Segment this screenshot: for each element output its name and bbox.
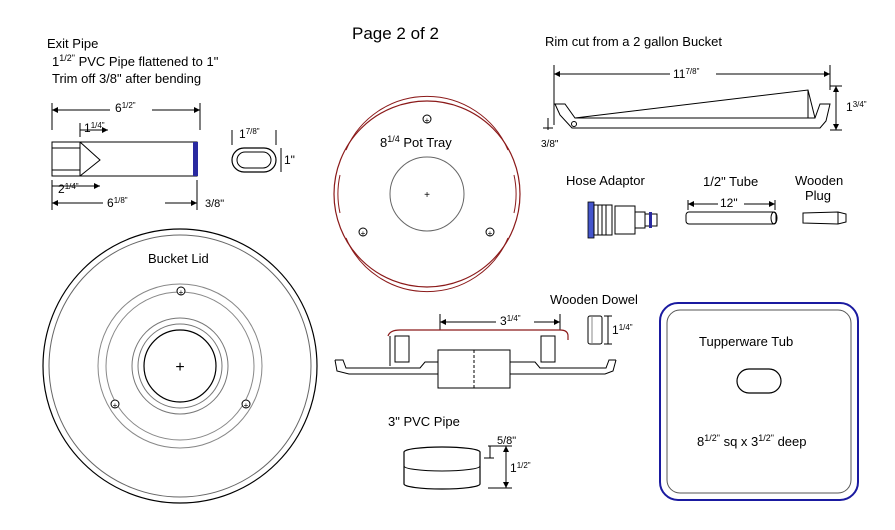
- tube-dim: 12": [720, 196, 738, 210]
- pot-tray-label: 81/4 Pot Tray: [380, 134, 452, 150]
- svg-text:+: +: [113, 401, 118, 410]
- rim-profile: [554, 103, 831, 129]
- assembly-dim: 31/4": [500, 314, 521, 328]
- dowel-dim: 11/4": [612, 323, 633, 337]
- pot-tray-group: + + + + 81/4 Pot Tray: [333, 95, 521, 293]
- svg-text:+: +: [424, 190, 430, 201]
- svg-text:+: +: [425, 116, 430, 125]
- exit-pipe-dim-top: 11/4": [84, 121, 105, 135]
- svg-text:+: +: [488, 229, 493, 238]
- exit-pipe-dim-trim: 3/8": [205, 198, 224, 210]
- svg-text:+: +: [175, 359, 184, 376]
- rim-dim-height: 13/4": [846, 100, 867, 114]
- dowel-label: Wooden Dowel: [550, 292, 638, 307]
- exit-pipe-desc-line1: 11/2" PVC Pipe flattened to 1": [52, 53, 219, 69]
- plug-label-line1: Wooden: [795, 173, 843, 188]
- assembly-group: 31/4": [334, 312, 617, 389]
- svg-text:+: +: [179, 288, 184, 297]
- exit-pipe-dim-bottom-left: 21/4": [58, 182, 79, 196]
- wooden-plug-group: Wooden Plug: [795, 173, 847, 225]
- assembly-tray-rim: [387, 329, 569, 340]
- wooden-dowel-group: Wooden Dowel 11/4": [550, 292, 638, 345]
- exit-pipe-title: Exit Pipe: [47, 36, 98, 51]
- plug-label-line2: Plug: [805, 188, 831, 203]
- pvc-pipe-label: 3" PVC Pipe: [388, 414, 460, 429]
- tube-label: 1/2" Tube: [703, 174, 758, 189]
- exit-pipe-group: Exit Pipe 11/2" PVC Pipe flattened to 1"…: [47, 36, 295, 210]
- exit-pipe-oval: [231, 147, 277, 173]
- tube-group: 1/2" Tube 12": [685, 174, 778, 225]
- bucket-lid-group: + + + + Bucket Lid: [42, 228, 318, 504]
- tupperware-tub-group: Tupperware Tub 81/2" sq x 31/2" deep: [659, 302, 859, 501]
- exit-pipe-body: [51, 141, 198, 177]
- exit-pipe-dim-total: 61/2": [115, 101, 136, 115]
- exit-pipe-oval-width: 17/8": [239, 127, 260, 141]
- wooden-plug-shape: [802, 211, 847, 225]
- tub-outer: [659, 302, 859, 501]
- tub-label: Tupperware Tub: [699, 334, 793, 349]
- tub-hole: [736, 368, 782, 394]
- rim-group: Rim cut from a 2 gallon Bucket 117/8" 13…: [541, 34, 867, 150]
- hose-adaptor-label: Hose Adaptor: [566, 173, 645, 188]
- hose-adaptor-group: Hose Adaptor: [566, 173, 658, 239]
- svg-text:+: +: [361, 229, 366, 238]
- bucket-lid-label: Bucket Lid: [148, 251, 209, 266]
- rim-title: Rim cut from a 2 gallon Bucket: [545, 34, 722, 49]
- bucket-lid-center: [143, 329, 217, 403]
- rim-dim-width: 117/8": [673, 67, 700, 81]
- exit-pipe-dim-bottom: 61/8": [107, 196, 128, 210]
- svg-text:+: +: [244, 401, 249, 410]
- pot-tray-rim: [333, 100, 521, 288]
- rim-dim-small: 3/8": [541, 139, 559, 150]
- pvc-pipe-group: 3" PVC Pipe 5/8" 11/2": [388, 414, 531, 490]
- pvc-pipe-dim-height: 11/2": [510, 461, 531, 475]
- tub-size: 81/2" sq x 31/2" deep: [697, 433, 807, 449]
- page-title: Page 2 of 2: [352, 24, 439, 43]
- pvc-pipe-dim-small: 5/8": [497, 435, 516, 447]
- exit-pipe-oval-height: 1": [284, 153, 295, 167]
- exit-pipe-end: [193, 142, 198, 176]
- dowel-shape: [587, 315, 603, 345]
- tube-body: [685, 211, 777, 225]
- exit-pipe-desc-line2: Trim off 3/8" after bending: [52, 71, 201, 86]
